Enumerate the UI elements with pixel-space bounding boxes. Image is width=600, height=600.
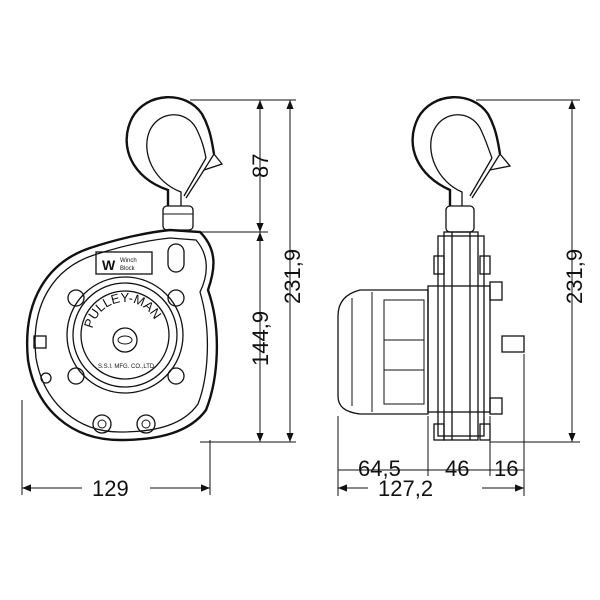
dim-shaft-width: 16 [494,456,518,481]
svg-text:Block: Block [120,266,136,272]
side-dimensions: 231,9 64,5 46 16 127,2 [337,99,587,501]
dim-total-width-side: 127,2 [378,476,433,501]
product-name: PULLEY-MAN [81,290,165,330]
side-hook-icon [411,96,512,233]
block-body: W Winch Block PULLEY-MAN S.S.I. MFG. CO.… [25,228,219,442]
dim-width-front: 129 [92,476,129,501]
dim-total-height-side: 231,9 [562,249,587,304]
svg-text:PULLEY-MAN: PULLEY-MAN [81,290,165,330]
svg-text:Winch: Winch [120,258,137,264]
side-body [337,231,525,441]
dim-hook-height: 87 [248,154,273,178]
side-view: 231,9 64,5 46 16 127,2 [337,96,587,501]
dim-motor-width: 64,5 [358,456,401,481]
front-view: W Winch Block PULLEY-MAN S.S.I. MFG. CO.… [21,96,305,501]
front-dimensions: 87 144,9 231,9 129 [21,99,305,501]
dim-body-width: 46 [445,456,469,481]
dim-body-height: 144,9 [248,311,273,366]
hook-icon [125,96,224,231]
maker-name: S.S.I. MFG. CO.,LTD. [98,364,156,370]
brand-logo: W [102,257,116,273]
dim-total-height-front: 231,9 [280,249,305,304]
